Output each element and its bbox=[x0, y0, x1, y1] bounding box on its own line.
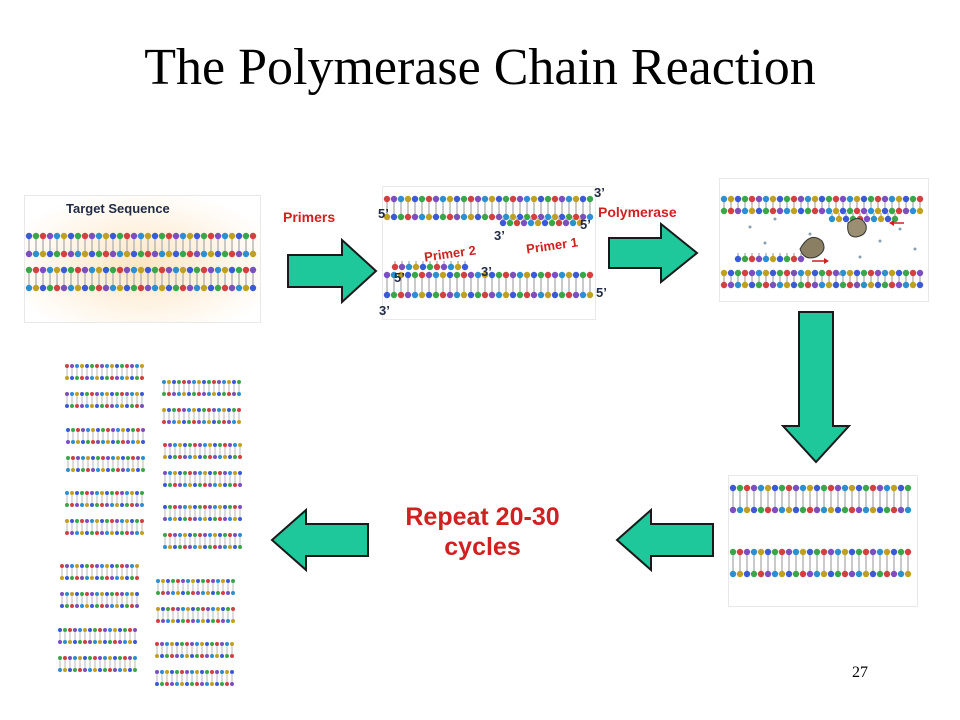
page-number: 27 bbox=[852, 664, 868, 681]
repeat-cycles-text: Repeat 20-30 cycles bbox=[370, 502, 595, 562]
strand-end-label: 3’ bbox=[494, 228, 505, 243]
repeat-line: Repeat 20-30 bbox=[405, 503, 560, 531]
dna-helix-icon bbox=[155, 642, 234, 686]
page-title: The Polymerase Chain Reaction bbox=[144, 39, 816, 96]
duplicated-dna-panel bbox=[728, 475, 918, 607]
primer-annealing-panel bbox=[382, 186, 596, 320]
polymerase-label: Polymerase bbox=[598, 204, 677, 220]
dna-helix-icon bbox=[729, 484, 912, 578]
dna-helix-icon bbox=[65, 491, 144, 535]
strand-end-label: 5’ bbox=[378, 206, 389, 221]
polymerase-extension-panel bbox=[719, 178, 929, 302]
strand-end-label: 5’ bbox=[596, 285, 607, 300]
dna-helix-icon bbox=[156, 579, 235, 623]
dna-helix-icon bbox=[383, 195, 594, 299]
dna-copy bbox=[63, 487, 149, 545]
dna-copy bbox=[160, 376, 246, 434]
dna-copy bbox=[154, 575, 240, 633]
dna-helix-icon bbox=[58, 628, 137, 672]
dna-copy bbox=[161, 501, 247, 559]
dna-copy bbox=[153, 638, 239, 696]
cycles-line: cycles bbox=[444, 533, 521, 561]
polymerase-enzyme-icon bbox=[720, 195, 924, 289]
dna-copy bbox=[63, 360, 149, 418]
dna-helix-icon bbox=[163, 505, 242, 549]
right-arrow-icon bbox=[608, 222, 699, 284]
left-arrow-icon bbox=[615, 508, 714, 572]
strand-end-label: 3’ bbox=[594, 185, 605, 200]
target-sequence-panel bbox=[24, 195, 261, 323]
dna-helix-icon bbox=[162, 380, 241, 424]
strand-end-label: 5’ bbox=[580, 217, 591, 232]
down-arrow-icon bbox=[781, 311, 851, 464]
target-sequence-label: Target Sequence bbox=[66, 201, 170, 216]
dna-copy bbox=[58, 560, 144, 618]
dna-helix-icon bbox=[66, 428, 145, 472]
left-arrow-icon bbox=[270, 508, 369, 572]
primers-label: Primers bbox=[283, 209, 336, 225]
right-arrow-icon bbox=[287, 238, 378, 304]
dna-helix-icon bbox=[65, 364, 144, 408]
dna-copy bbox=[64, 424, 150, 482]
strand-end-label: 5’ bbox=[394, 270, 405, 285]
strand-end-label: 3’ bbox=[379, 303, 390, 318]
dna-helix-icon bbox=[60, 564, 139, 608]
strand-end-label: 3’ bbox=[481, 264, 492, 279]
dna-helix-icon bbox=[25, 196, 260, 322]
dna-copy bbox=[161, 439, 247, 497]
dna-helix-icon bbox=[163, 443, 242, 487]
dna-copy bbox=[56, 624, 142, 682]
